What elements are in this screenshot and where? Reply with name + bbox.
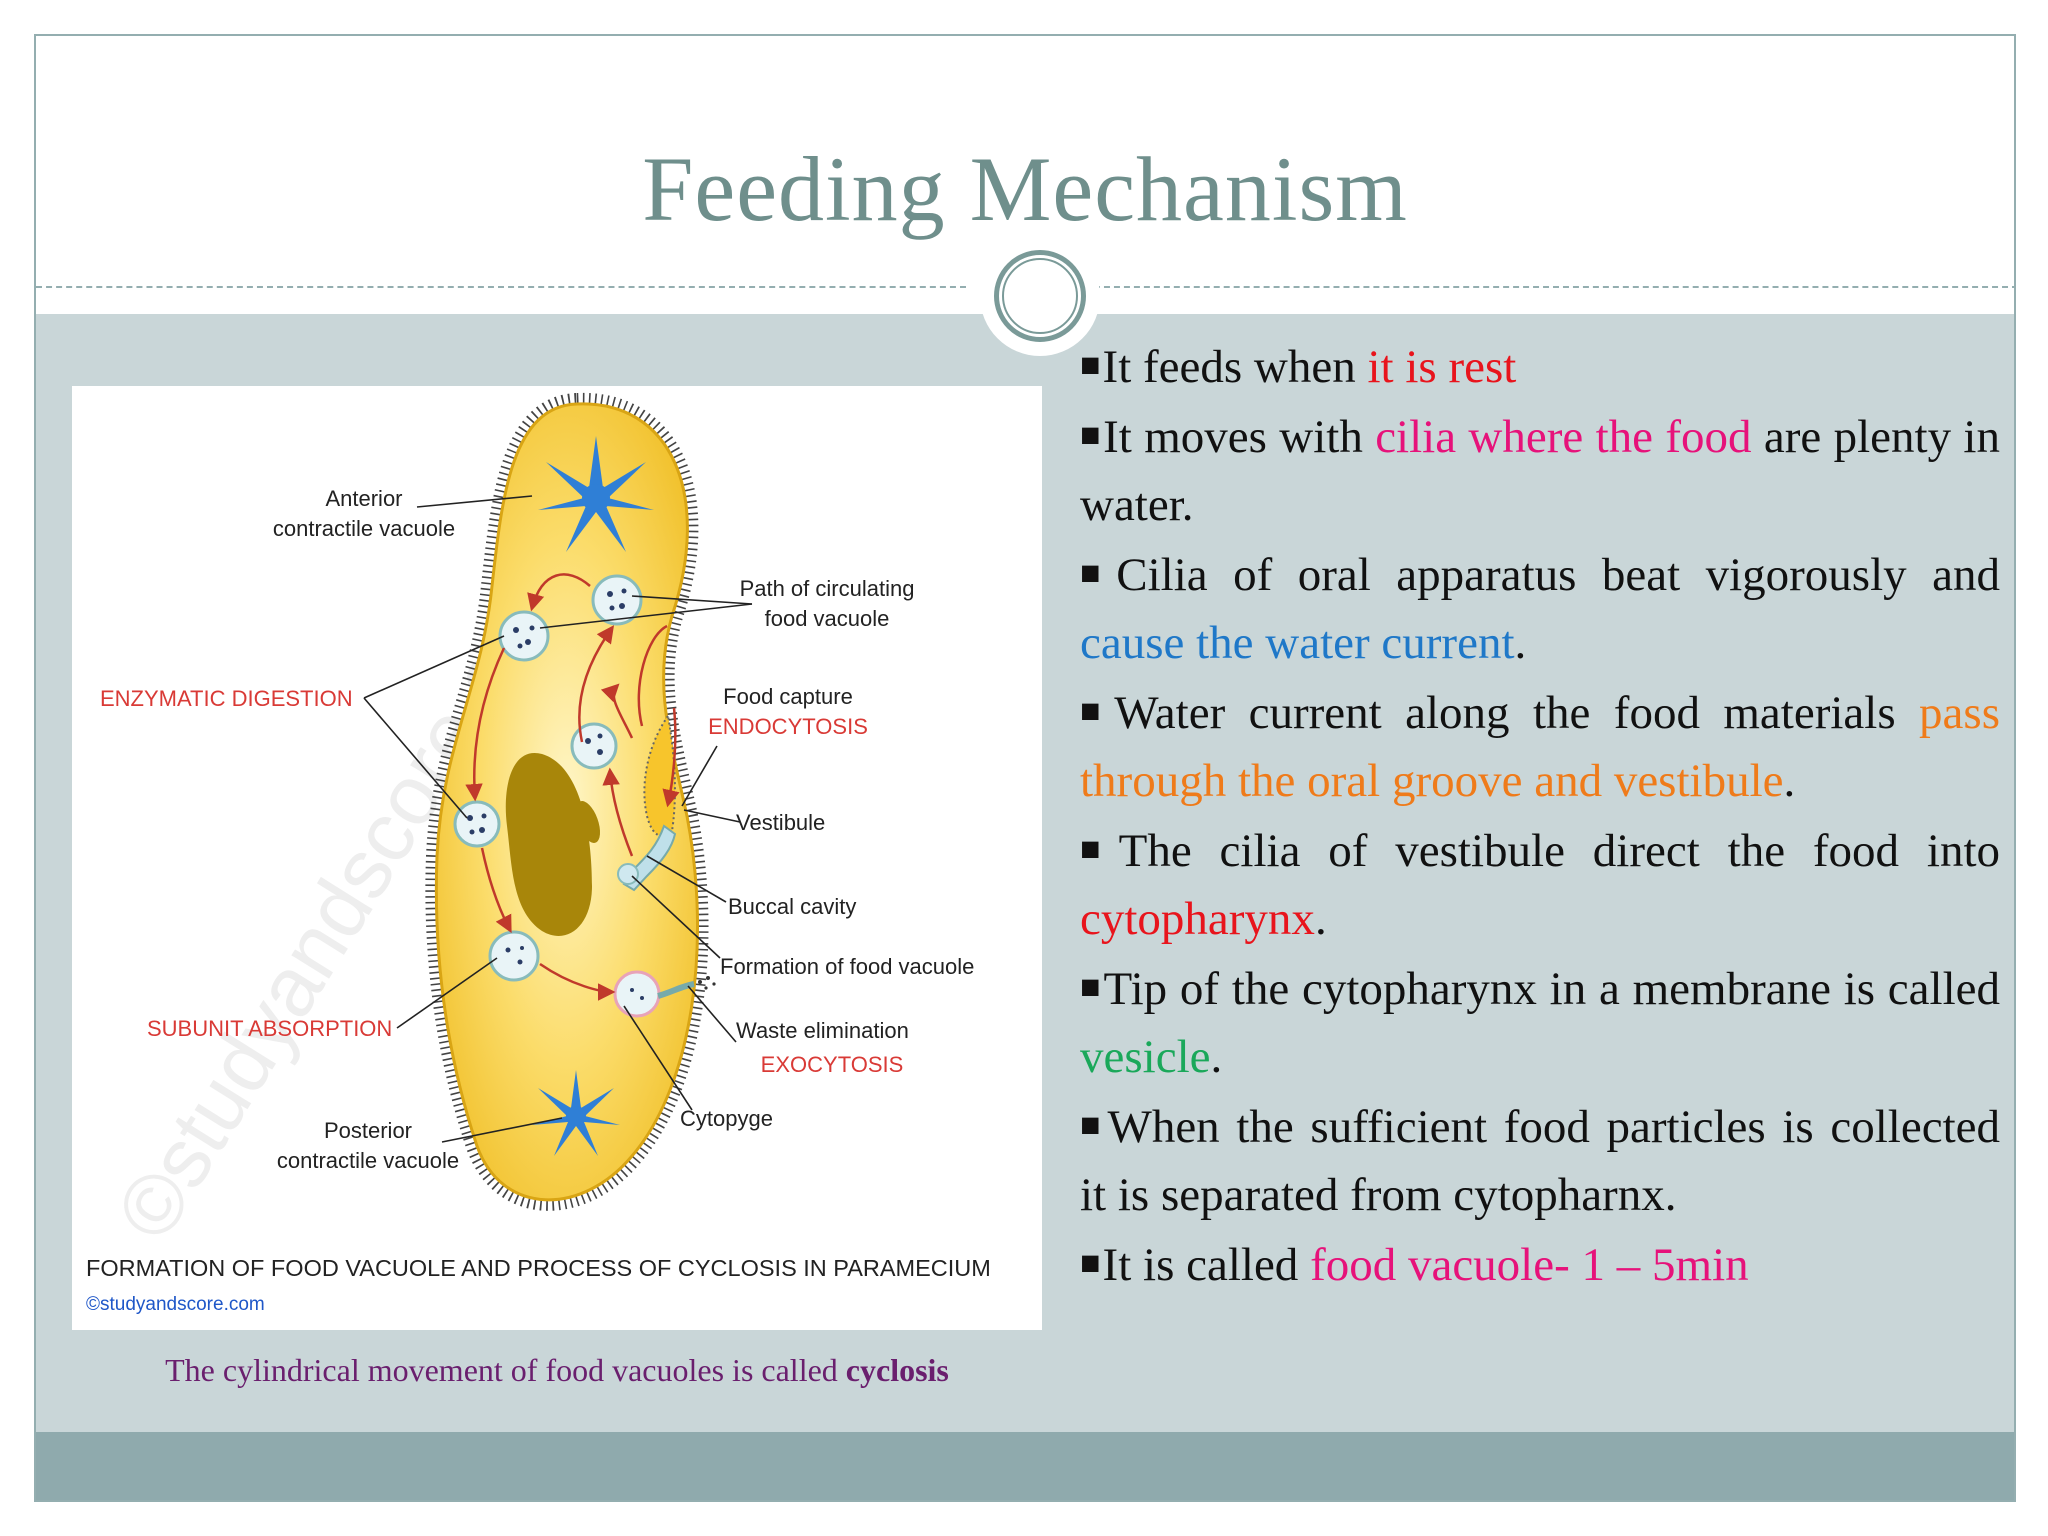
bullet-item: ■Cilia of oral apparatus beat vigorously… (1080, 548, 2000, 670)
label-formation: Formation of food vacuole (720, 954, 974, 979)
label-waste-elimination: Waste elimination (736, 1018, 909, 1043)
diagram-caption: The cylindrical movement of food vacuole… (72, 1352, 1042, 1389)
bullet-item: ■Water current along the food materials … (1080, 686, 2000, 808)
posterior-contractile-vacuole-icon (532, 1070, 620, 1156)
bullet-item: ■When the sufficient food particles is c… (1080, 1100, 2000, 1222)
title-divider-left (36, 286, 966, 288)
label-cytopyge: Cytopyge (680, 1106, 773, 1131)
macronucleus (505, 752, 592, 936)
paramecium-diagram-svg: ©studyandscore.com (86, 392, 991, 1315)
label-anterior: Anterior (325, 486, 402, 511)
bullet-square-icon: ■ (1080, 1106, 1106, 1144)
bullet-item: ■It is called food vacuole- 1 – 5min (1080, 1238, 1749, 1291)
diagram-credit: ©studyandscore.com (86, 1294, 265, 1315)
bullet-list: ■It feeds when it is rest ■It moves with… (1080, 332, 2000, 1299)
label-posterior: Posterior (324, 1118, 412, 1143)
label-endocytosis: ENDOCYTOSIS (708, 714, 868, 739)
bullet-square-icon: ■ (1080, 1244, 1101, 1282)
label-anterior-cv: contractile vacuole (273, 516, 455, 541)
label-subunit-absorption: SUBUNIT ABSORPTION (147, 1016, 392, 1041)
label-exocytosis: EXOCYTOSIS (761, 1052, 904, 1077)
label-enzymatic-digestion: ENZYMATIC DIGESTION (100, 686, 353, 711)
label-vestibule: Vestibule (736, 810, 825, 835)
bullet-square-icon: ■ (1080, 416, 1102, 454)
bullet-square-icon: ■ (1080, 554, 1115, 592)
label-path: Path of circulating (740, 576, 915, 601)
diagram-footer-title: FORMATION OF FOOD VACUOLE AND PROCESS OF… (86, 1255, 991, 1281)
bullet-square-icon: ■ (1080, 347, 1101, 384)
title-divider-right (1094, 286, 2014, 288)
food-vacuole-icon (453, 574, 716, 1018)
caption-term: cyclosis (845, 1352, 949, 1388)
slide-title: Feeding Mechanism (642, 138, 1408, 240)
bullet-item: ■Tip of the cytopharynx in a membrane is… (1080, 962, 2000, 1084)
slide: Feeding Mechanism ©studyandsco (34, 34, 2016, 1502)
caption-text: The cylindrical movement of food vacuole… (165, 1352, 846, 1388)
cyclosis-arrows (465, 573, 680, 1001)
label-posterior-cv: contractile vacuole (277, 1148, 459, 1173)
ornament-inner-ring (1002, 258, 1078, 334)
micronucleus (575, 801, 601, 843)
bullet-item: ■The cilia of vestibule direct the food … (1080, 824, 2000, 946)
label-food-capture: Food capture (723, 684, 853, 709)
bullet-square-icon: ■ (1080, 968, 1102, 1006)
label-path-fv: food vacuole (765, 606, 890, 631)
label-buccal-cavity: Buccal cavity (728, 894, 856, 919)
bullet-item: ■It moves with cilia where the food are … (1080, 410, 2000, 532)
paramecium-diagram: ©studyandscore.com (72, 386, 1042, 1330)
bullet-square-icon: ■ (1080, 692, 1113, 730)
anterior-contractile-vacuole-icon (538, 436, 654, 552)
footer-band (36, 1432, 2014, 1500)
label-leader-lines (363, 495, 753, 1143)
bullet-square-icon: ■ (1080, 830, 1117, 868)
bullet-item: ■It feeds when it is rest (1080, 341, 1517, 393)
